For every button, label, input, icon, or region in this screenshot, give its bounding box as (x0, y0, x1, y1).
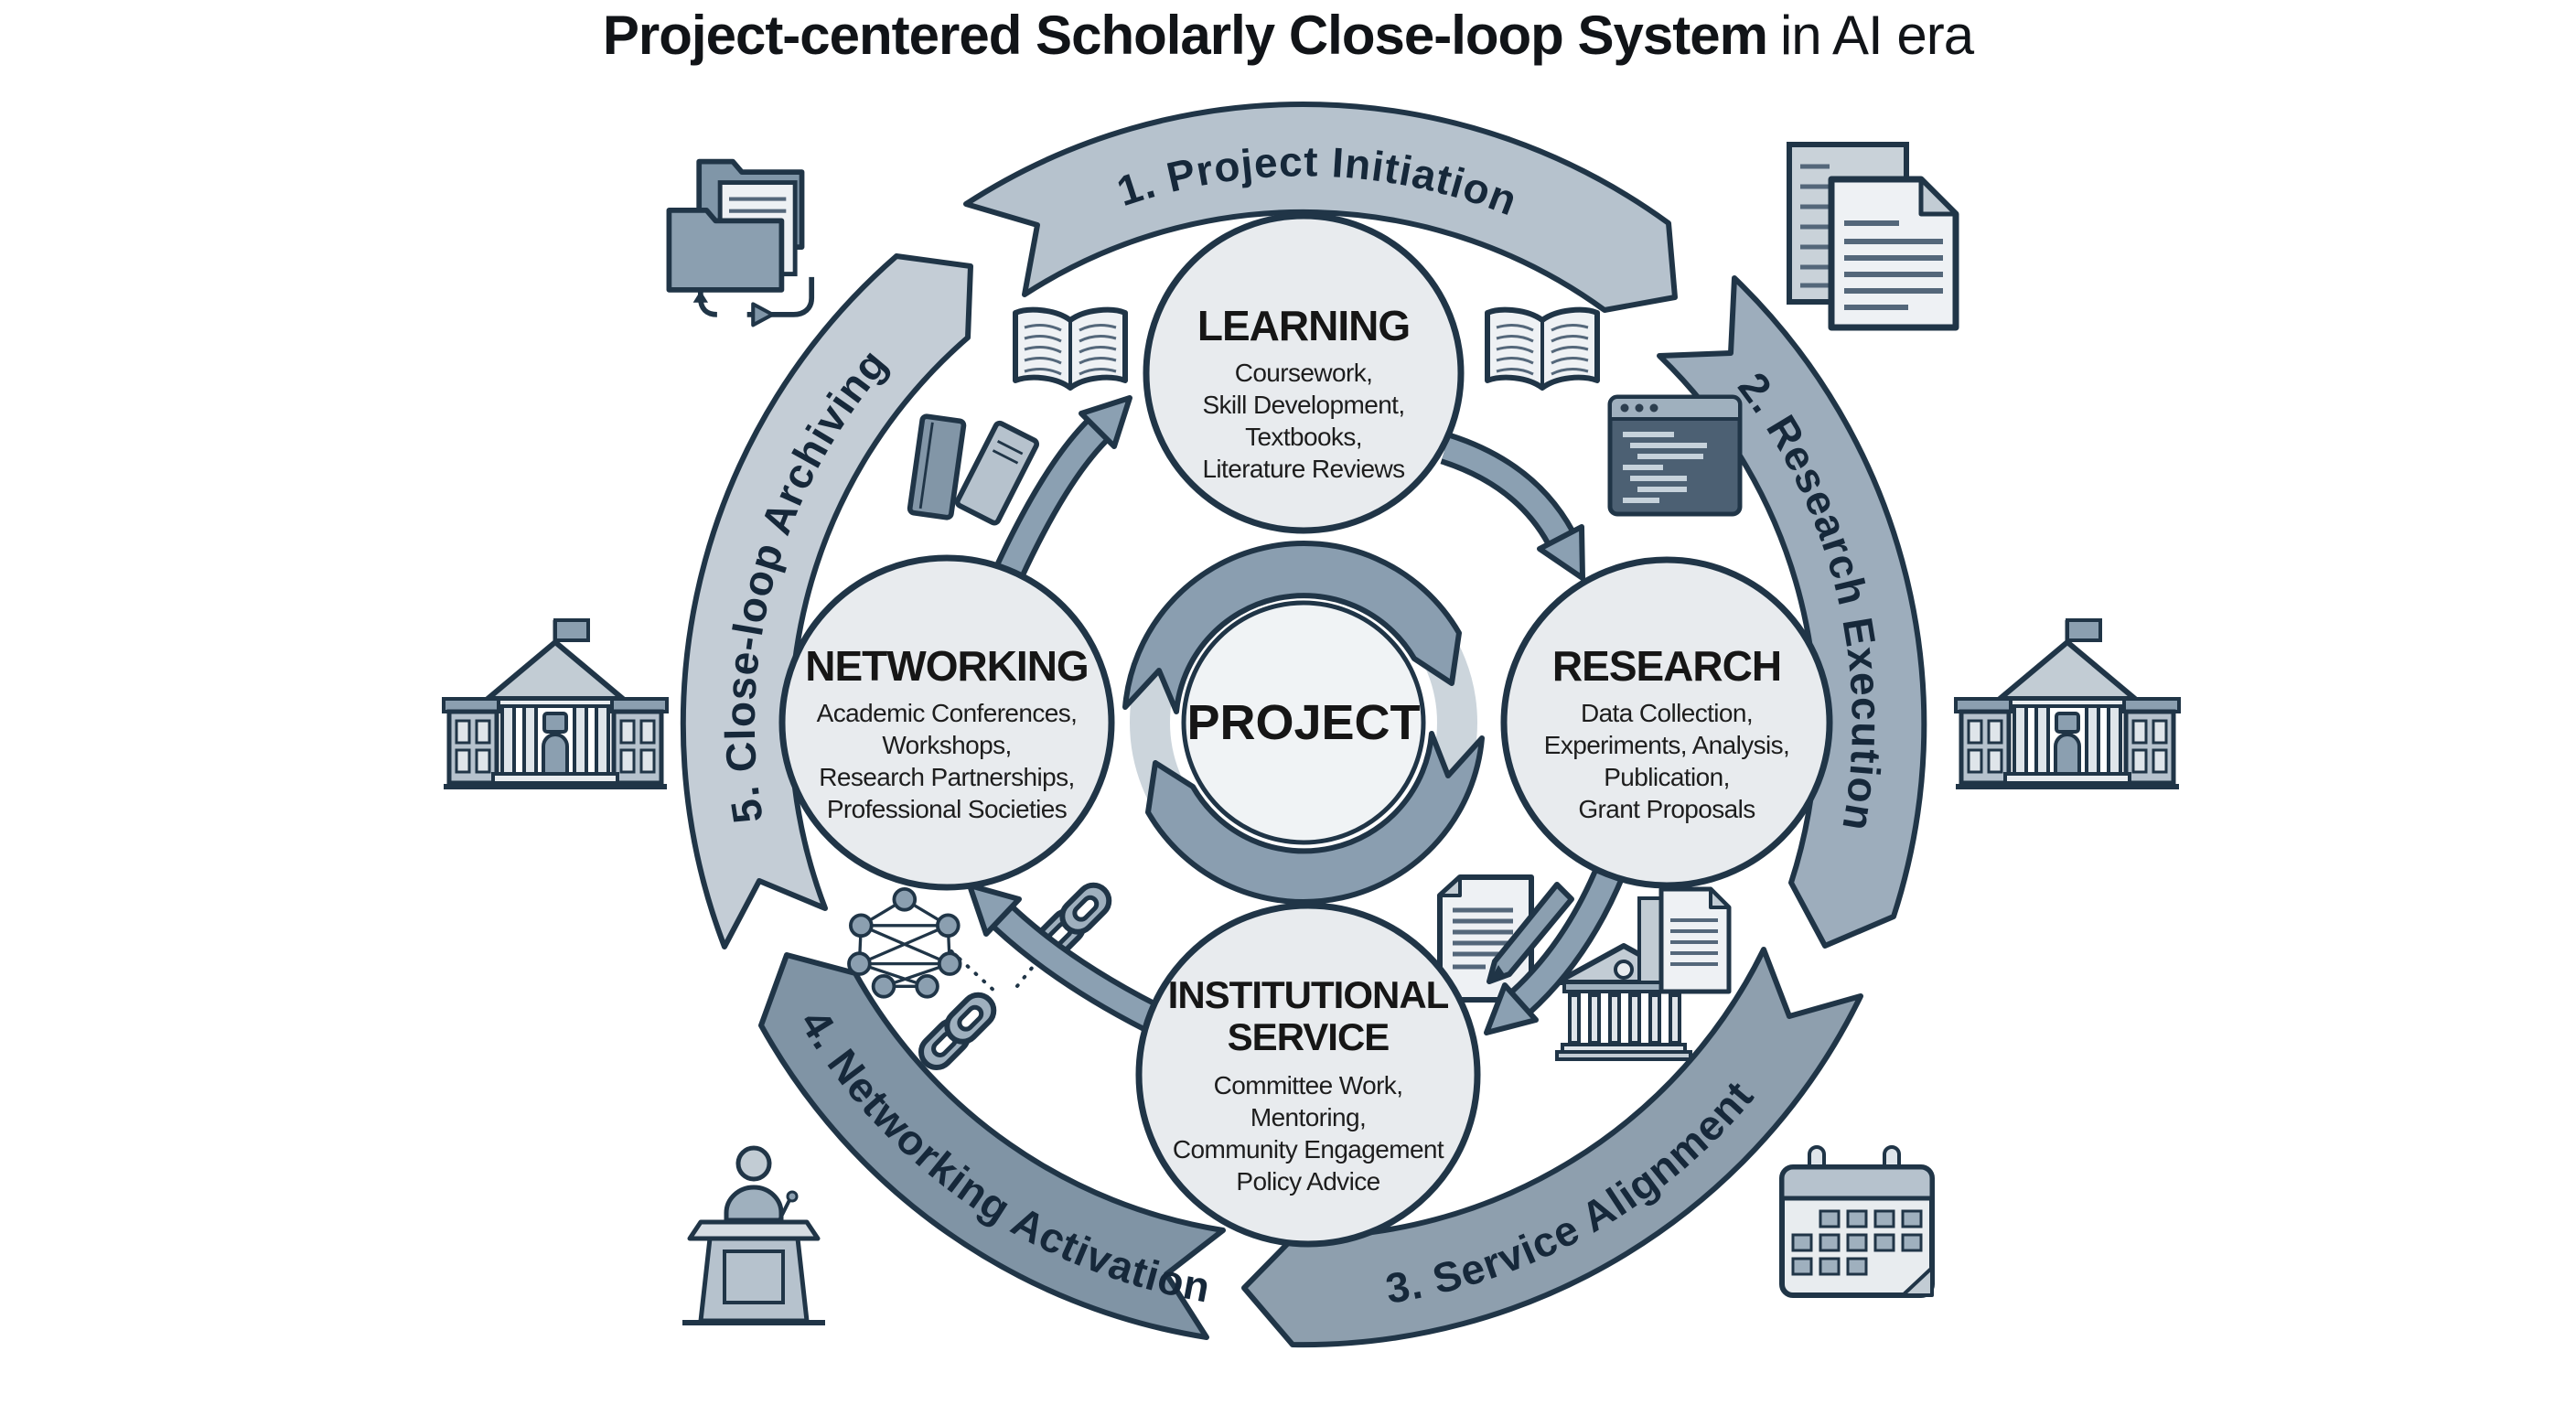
research-line-4: Grant Proposals (1578, 795, 1755, 823)
ring-segment-4 (758, 952, 1226, 1340)
ring-segment-2 (1657, 275, 1927, 949)
cycle-arrows (967, 395, 1626, 1035)
center-arrow-top (1122, 541, 1462, 714)
books-stack-icon (907, 413, 1040, 526)
arrow-research-to-service (1484, 863, 1626, 1035)
calendar-icon (1779, 1145, 1935, 1298)
networking-text: NETWORKING Academic Conferences, Worksho… (805, 642, 1089, 823)
university-left-icon (444, 620, 667, 787)
papers-icon (1787, 142, 1959, 331)
learning-line-3: Textbooks, (1245, 423, 1362, 451)
arrow-service-to-networking (967, 883, 1159, 1033)
research-line-1: Data Collection, (1581, 699, 1753, 727)
research-text: RESEARCH Data Collection, Experiments, A… (1544, 642, 1790, 823)
center-arrow-bottom (1145, 731, 1485, 905)
service-circle (1135, 902, 1481, 1248)
project-label: PROJECT (1186, 695, 1420, 750)
research-title: RESEARCH (1552, 642, 1781, 690)
networking-title: NETWORKING (805, 642, 1088, 690)
outer-ring (680, 101, 1927, 1348)
research-line-3: Publication, (1604, 763, 1730, 791)
dotted-connector-1 (950, 949, 999, 995)
project-center (1122, 541, 1485, 905)
service-title-line2: SERVICE (1228, 1015, 1390, 1058)
documents-small-icon (1637, 886, 1732, 994)
page-title: Project-centered Scholarly Close-loop Sy… (0, 4, 2576, 67)
paper-pencil-icon (1437, 874, 1574, 1003)
networking-circle (778, 554, 1115, 891)
arrow-learning-to-research (1440, 432, 1585, 581)
code-window-icon (1607, 394, 1743, 517)
service-title-line1: INSTITUTIONAL (1168, 973, 1449, 1016)
service-line-3: Community Engagement (1173, 1135, 1444, 1164)
center-circle (1181, 600, 1426, 845)
ring-segment-3 (1241, 947, 1863, 1348)
service-line-1: Committee Work, (1214, 1071, 1403, 1099)
open-book-left-icon (1015, 310, 1125, 388)
networking-line-2: Workshops, (882, 731, 1011, 759)
service-text: INSTITUTIONAL SERVICE Committee Work, Me… (1168, 973, 1450, 1196)
learning-text: LEARNING Coursework, Skill Development, … (1197, 302, 1411, 483)
learning-line-2: Skill Development, (1202, 391, 1404, 419)
research-circle (1500, 556, 1833, 889)
ring-segment-1 (963, 101, 1678, 313)
networking-line-1: Academic Conferences, (817, 699, 1078, 727)
networking-line-4: Professional Societies (827, 795, 1067, 823)
networking-line-3: Research Partnerships, (819, 763, 1074, 791)
arrow-networking-to-learning (991, 395, 1132, 585)
learning-title: LEARNING (1197, 302, 1410, 349)
archive-folders-icon (666, 158, 815, 327)
page-title-bold: Project-centered Scholarly Close-loop Sy… (602, 5, 1768, 66)
learning-circle (1143, 212, 1465, 534)
learning-line-4: Literature Reviews (1202, 455, 1404, 483)
learning-line-1: Coursework, (1235, 359, 1373, 387)
network-graph-icon (847, 887, 962, 999)
node-circles (778, 212, 1833, 1248)
service-line-4: Policy Advice (1236, 1167, 1379, 1196)
service-line-2: Mentoring, (1250, 1103, 1366, 1132)
chain-link-icon-2 (915, 989, 1000, 1074)
open-book-right-icon (1487, 310, 1597, 388)
page-title-suffix: in AI era (1779, 5, 1974, 66)
research-line-2: Experiments, Analysis, (1544, 731, 1789, 759)
podium-speaker-icon (682, 1145, 825, 1325)
university-right-icon (1956, 620, 2179, 787)
